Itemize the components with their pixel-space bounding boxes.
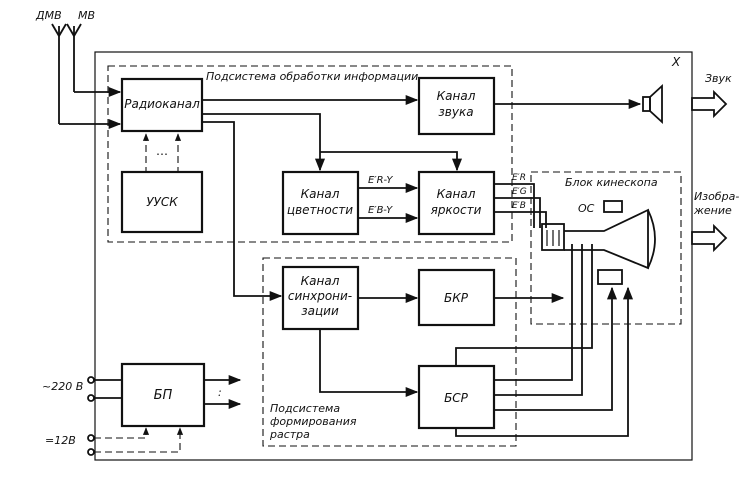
signal-eg: E′G <box>512 187 527 197</box>
kanal-sinhro-label-3: зации <box>301 304 339 318</box>
image-output-label-2: жение <box>693 204 732 217</box>
kanal-zvuka-block <box>417 76 496 136</box>
signal-eb-y: E′B-Y <box>368 205 393 216</box>
kinescope-block-label: Блок кинескопа <box>565 176 658 189</box>
signal-er-y: E′R-Y <box>368 175 393 186</box>
bp-output-dots: : <box>218 386 222 399</box>
bp-label: БП <box>154 388 173 403</box>
kanal-sinhro-label-2: синхрони- <box>288 289 352 303</box>
tv-frame <box>94 51 693 461</box>
bsr-label: БСР <box>444 391 469 405</box>
subsystem-raster-label-2: формирования <box>270 415 357 428</box>
power-ac-terminal-1 <box>87 376 95 384</box>
bkr-block <box>417 268 496 327</box>
power-dc-terminal-1 <box>87 434 95 442</box>
subsystem-raster-label-3: растра <box>269 428 310 441</box>
subsystem-raster-label-1: Подсистема <box>270 402 340 415</box>
subsystem-info-label: Подсистема обработки информации <box>206 70 418 83</box>
kanal-zvuka-label-2: звука <box>438 105 473 119</box>
sound-output-label: Звук <box>705 72 732 85</box>
antenna-dmv-label: ДМВ <box>35 9 62 22</box>
kanal-zvuka-label-1: Канал <box>437 89 476 103</box>
kanal-sinhro-label-1: Канал <box>301 274 340 288</box>
sound-output-arrow <box>691 89 728 119</box>
kanal-yarkosti-label-1: Канал <box>437 187 476 201</box>
antenna-mv-label: МВ <box>78 9 95 22</box>
signal-eb: E′B <box>512 201 526 211</box>
tv-frame-label: X <box>671 55 681 69</box>
kanal-yarkosti-block <box>417 170 496 236</box>
subsystem-info-box <box>107 65 513 243</box>
kinescope-socket <box>597 269 623 285</box>
speaker-icon <box>642 83 663 125</box>
radiokanal-block <box>120 77 204 133</box>
bkr-label: БКР <box>444 291 469 305</box>
antenna-mv-icon <box>66 23 82 92</box>
power-dc-terminal-2 <box>87 448 95 456</box>
kanal-cvetnosti-label-1: Канал <box>301 187 340 201</box>
ousk-block <box>120 170 204 234</box>
power-ac-terminal-2 <box>87 394 95 402</box>
subsystem-raster-box <box>262 257 517 447</box>
kanal-yarkosti-label-2: яркости <box>431 203 482 217</box>
kanal-cvetnosti-label-2: цветности <box>287 203 353 217</box>
image-output-arrow <box>691 223 728 253</box>
kinescope-tube-icon <box>541 208 656 270</box>
os-label: ОС <box>578 202 595 215</box>
power-dc-label: =12В <box>45 434 76 447</box>
bp-block <box>120 362 206 428</box>
antenna-dmv-icon <box>51 23 67 124</box>
kanal-cvetnosti-block <box>281 170 360 236</box>
power-ac-label: ~220 В <box>42 380 83 393</box>
image-output-label-1: Изобра- <box>694 190 739 203</box>
signal-er: E′R <box>512 173 526 183</box>
ousk-label: УУСК <box>146 195 178 209</box>
radiokanal-label: Радиоканал <box>124 97 200 111</box>
kinescope-block-box <box>530 171 682 325</box>
deflection-yoke <box>603 200 623 213</box>
ousk-dots: ⋯ <box>156 147 168 161</box>
